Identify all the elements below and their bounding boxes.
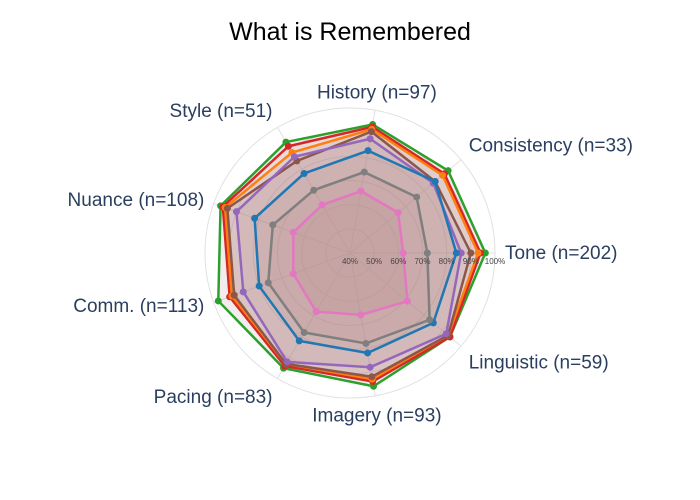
series-point-5-2 xyxy=(364,147,372,155)
radial-tick-label: 50% xyxy=(366,257,382,266)
series-point-7-8 xyxy=(403,297,411,305)
series-point-5-7 xyxy=(364,349,372,357)
radial-tick-label: 90% xyxy=(463,257,479,266)
series-point-4-8 xyxy=(442,330,450,338)
series-point-3-2 xyxy=(367,128,375,136)
axis-label-8: Linguistic (n=59) xyxy=(469,353,609,374)
series-fill-1 xyxy=(222,126,481,382)
tick-layer: 40% 50% 60% 70% 80% 90% 100% xyxy=(342,257,505,266)
series-fill-7 xyxy=(293,191,408,315)
series-line-7 xyxy=(291,189,409,317)
series-point-2-0 xyxy=(474,249,482,257)
axis-label-0: Tone (n=202) xyxy=(505,243,618,264)
series-point-2-1 xyxy=(439,171,447,179)
series-line-5 xyxy=(253,149,458,355)
series-layer xyxy=(214,120,489,390)
series-point-4-6 xyxy=(283,358,291,366)
series-point-3-7 xyxy=(368,373,376,381)
series-point-7-4 xyxy=(289,228,297,236)
series-point-7-1 xyxy=(394,209,402,217)
series-line-6 xyxy=(266,170,431,345)
radial-tick-label: 60% xyxy=(390,257,406,266)
series-line-3 xyxy=(226,130,473,379)
series-line-1 xyxy=(221,125,482,383)
series-fill-4 xyxy=(236,138,462,368)
series-point-6-2 xyxy=(360,168,368,176)
series-point-5-6 xyxy=(295,337,303,345)
series-point-5-5 xyxy=(255,282,263,290)
fill-layer xyxy=(218,124,486,387)
series-point-5-4 xyxy=(251,214,259,222)
series-fill-2 xyxy=(225,129,479,380)
series-point-6-8 xyxy=(426,316,434,324)
series-point-5-3 xyxy=(300,169,308,177)
radial-tick-label: 80% xyxy=(439,257,455,266)
series-point-6-5 xyxy=(264,279,272,287)
chart-title: What is Remembered xyxy=(229,18,471,46)
grid-spoke xyxy=(277,252,351,379)
axis-label-7: Imagery (n=93) xyxy=(312,406,441,427)
series-point-6-1 xyxy=(413,193,421,201)
series-point-6-0 xyxy=(423,249,431,257)
series-point-4-5 xyxy=(239,288,247,296)
series-line-4 xyxy=(235,137,463,369)
series-point-4-7 xyxy=(366,363,374,371)
radial-tick-label: 70% xyxy=(414,257,430,266)
axis-label-4: Nuance (n=108) xyxy=(68,190,205,211)
series-point-0-5 xyxy=(214,297,222,305)
series-point-4-3 xyxy=(290,153,298,161)
series-point-7-2 xyxy=(357,187,365,195)
series-point-6-6 xyxy=(300,329,308,337)
series-point-7-6 xyxy=(312,308,320,316)
series-point-4-0 xyxy=(457,249,465,257)
series-point-7-5 xyxy=(289,270,297,278)
axis-label-2: History (n=97) xyxy=(317,82,437,103)
radial-tick-label: 100% xyxy=(485,257,505,266)
radial-tick-label: 40% xyxy=(342,257,358,266)
series-point-4-2 xyxy=(366,135,374,143)
series-point-5-1 xyxy=(431,178,439,186)
series-point-3-0 xyxy=(467,249,475,257)
series-point-3-5 xyxy=(230,291,238,299)
series-point-7-0 xyxy=(399,249,407,257)
series-line-0 xyxy=(217,123,487,388)
label-layer: Tone (n=202) Consistency (n=33) History (n… xyxy=(68,82,633,426)
series-point-6-4 xyxy=(269,221,277,229)
series-point-1-3 xyxy=(284,142,292,150)
series-point-7-3 xyxy=(318,201,326,209)
series-point-3-4 xyxy=(223,204,231,212)
series-point-6-3 xyxy=(310,186,318,194)
axis-label-1: Consistency (n=33) xyxy=(469,135,633,156)
series-point-7-7 xyxy=(357,311,365,319)
series-point-4-4 xyxy=(232,208,240,216)
series-point-5-0 xyxy=(452,249,460,257)
axis-label-3: Style (n=51) xyxy=(170,101,273,122)
series-point-6-7 xyxy=(362,339,370,347)
axis-label-5: Comm. (n=113) xyxy=(73,296,204,317)
series-point-0-0 xyxy=(481,249,489,257)
grid-spoke xyxy=(349,252,376,396)
axis-label-6: Pacing (n=83) xyxy=(154,387,273,408)
